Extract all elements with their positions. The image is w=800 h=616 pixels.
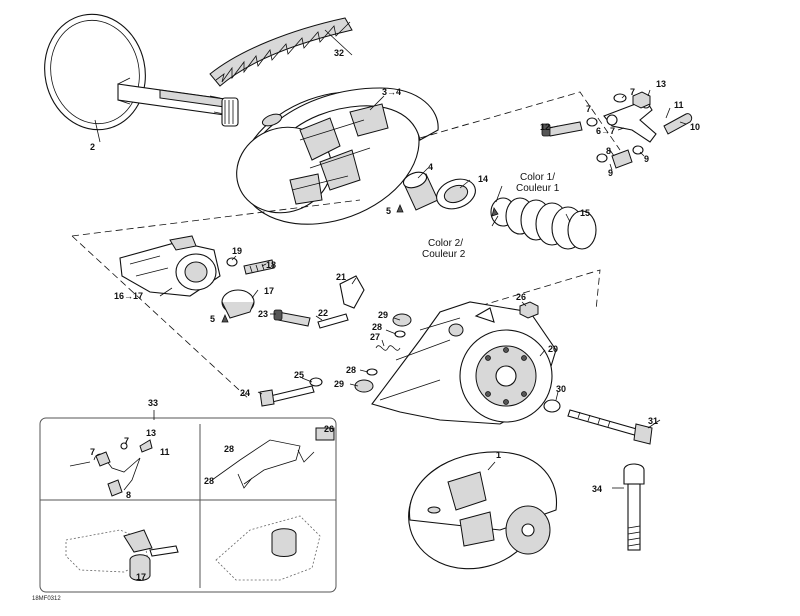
governor-part-20 [371,301,557,425]
spring-part-27 [375,345,401,351]
inset-callout-7-a: 7 [90,447,95,457]
color1-line2: Couleur 1 [516,183,560,194]
leader-lines [94,29,687,489]
long-bolt-part-34 [623,463,645,551]
bushing-part-8 [611,149,633,169]
inset-callout-26: 26 [324,424,334,434]
washer-part-25 [309,377,323,387]
callout-5-lower: 5 [210,314,215,324]
callout-24: 24 [240,388,250,398]
movable-sheave-part-3 [236,87,439,225]
callout-labels: 1 2 3→4 4 5 5 6→7 7 7 8 9 9 10 11 12 13 … [90,48,700,494]
callout-20: 20 [548,344,558,354]
callout-19: 19 [232,246,242,256]
callout-10: 10 [690,122,700,132]
callout-30: 30 [556,384,566,394]
drive-belt-part-32 [209,17,353,87]
screw-part-18 [243,259,275,275]
callout-3-4: 3→4 [382,87,401,97]
bushing-part-17 [221,289,255,319]
inset-callout-11: 11 [160,447,170,457]
callout-15: 15 [580,208,590,218]
callout-8: 8 [606,146,611,156]
roller-part-29-bottom [354,379,374,393]
pin-part-22 [317,313,349,329]
bolt-part-31 [567,409,653,445]
assembly-guide-upper [419,91,621,151]
seal-ring-part-14 [436,178,476,210]
color2-line2: Couleur 2 [422,249,466,260]
screw-part-23 [273,309,311,327]
washer-part-7-top [613,93,627,103]
kit-inset-part-33 [39,417,337,593]
washer-part-7-mid [586,117,598,127]
callout-18: 18 [266,260,276,270]
callout-9-a: 9 [608,168,613,178]
callout-16-17: 16→17 [114,291,143,301]
callout-11: 11 [674,100,684,110]
spring-part-15 [490,197,597,250]
callout-9-b: 9 [644,154,649,164]
inset-callout-17: 17 [136,572,146,582]
callout-22: 22 [318,308,328,318]
inset-callout-28-a: 28 [224,444,234,454]
callout-12: 12 [540,122,550,132]
drive-pulley-assembly-part-1 [408,451,558,570]
callout-32: 32 [334,48,344,58]
callout-34: 34 [592,484,602,494]
callout-33: 33 [148,398,158,408]
inset-callout-28-b: 28 [204,476,214,486]
callout-29-a: 29 [378,310,388,320]
inset-callout-8: 8 [126,490,131,500]
callout-6-7: 6→7 [596,126,615,136]
assembly-guide-middle [71,199,601,401]
nut-part-13 [632,91,651,109]
washer-part-30 [543,399,561,413]
inset-callout-13: 13 [146,428,156,438]
grease-part-5-upper [396,203,404,213]
callout-21: 21 [336,272,346,282]
callout-31: 31 [648,416,658,426]
callout-7-a: 7 [586,104,591,114]
color1-line1: Color 1/ [520,172,555,183]
callout-27: 27 [370,332,380,342]
arm-group-top-right [541,91,693,169]
washer-part-19 [226,257,238,267]
shaft-spline-end [221,97,239,127]
fixed-sheave-part-2 [44,13,239,131]
roller-part-29-top [392,313,412,327]
callout-7-b: 7 [630,87,635,97]
inset-labels: 7 7 13 11 8 28 28 26 17 [90,424,334,582]
spider-part-16 [119,235,221,297]
callout-4: 4 [428,162,433,172]
callout-5-upper: 5 [386,206,391,216]
figure-code: 18MF0312 [32,596,61,602]
color-notes: Color 1/ Couleur 1 Color 2/ Couleur 2 [422,172,560,260]
callout-26: 26 [516,292,526,302]
callout-1: 1 [496,450,501,460]
callout-28-b: 28 [346,365,356,375]
bolt-part-24 [259,385,315,407]
callout-13: 13 [656,79,666,89]
callout-28-a: 28 [372,322,382,332]
callout-29-b: 29 [334,379,344,389]
callout-2: 2 [90,142,95,152]
nut-part-26 [519,301,539,319]
lever-part-21 [339,275,365,309]
callout-23: 23 [258,309,268,319]
grease-part-5-lower [221,313,229,323]
inset-callout-7-b: 7 [124,436,129,446]
color2-line1: Color 2/ [428,238,463,249]
callout-25: 25 [294,370,304,380]
bolt-part-12 [541,121,583,137]
callout-17: 17 [264,286,274,296]
callout-14: 14 [478,174,488,184]
